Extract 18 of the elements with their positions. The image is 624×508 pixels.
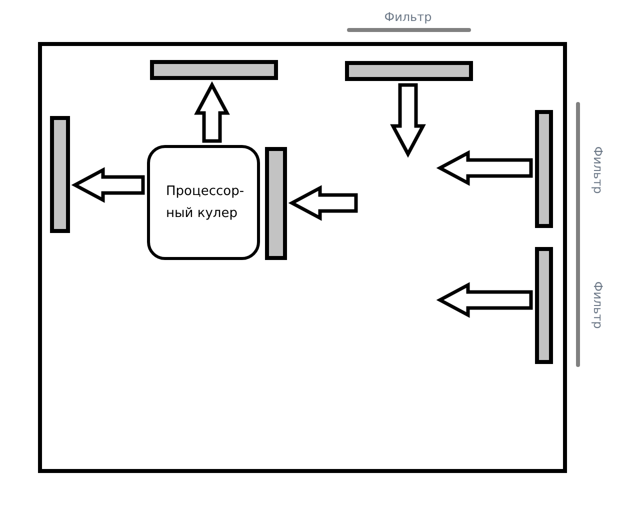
fan-bar: [535, 247, 553, 364]
case-outline: [38, 42, 567, 473]
fan-bar: [150, 60, 278, 80]
filter-label: Фильтр: [384, 10, 432, 24]
block-arrow: [436, 282, 533, 318]
fan-bar: [265, 147, 287, 260]
filter-label: Фильтр: [591, 146, 605, 194]
filter-label: Фильтр: [591, 281, 605, 329]
cooler-box: [147, 145, 260, 260]
node-label: Процессор- ный кулер: [166, 182, 241, 222]
fan-bar: [535, 110, 553, 228]
fan-bar: [345, 61, 473, 81]
block-arrow: [71, 167, 145, 203]
block-arrow: [436, 150, 533, 186]
block-arrow: [390, 83, 426, 158]
fan-bar: [50, 116, 70, 233]
block-arrow: [194, 81, 230, 143]
block-arrow: [288, 185, 358, 221]
